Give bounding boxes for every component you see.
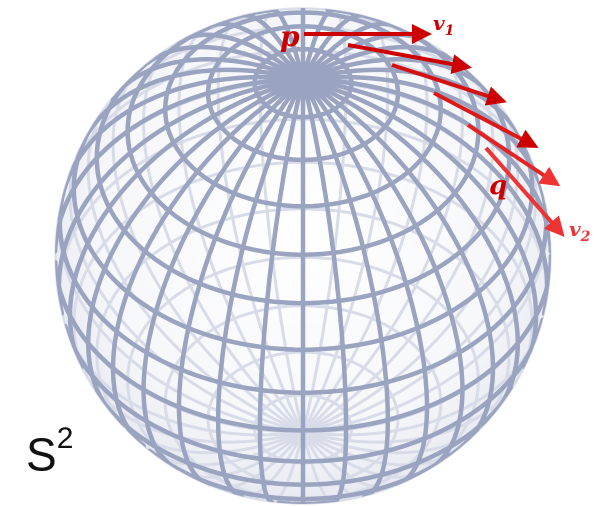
longitude-line-front [300,77,550,316]
vector-v1-label-base: v [433,11,445,35]
transport-vector-3 [433,91,539,148]
longitude-line-front [110,77,306,449]
point-q-label: q [489,171,507,201]
longitude-line-back [301,8,348,434]
longitude-line-front [300,77,465,472]
longitude-line-front [215,77,306,499]
longitude-line-front [300,13,366,82]
longitude-line-front [176,32,306,82]
longitude-line-front [67,77,306,370]
longitude-line-front [55,77,306,254]
latitude-line-back [72,160,534,396]
vector-v2-label: v2 [569,217,591,245]
tangent-vectors [304,24,565,237]
longitude-line-front [300,57,497,101]
longitude-line-front [300,44,462,82]
longitude-line-front [300,77,430,488]
latitude-line-back [271,8,329,12]
transport-vector-2 [391,63,507,106]
longitude-line-front [240,13,306,82]
longitude-line-front [300,8,336,82]
point-p-label: p [280,20,300,53]
vector-v1-label: v1 [433,11,454,39]
latitude-line-front [94,386,515,487]
longitude-line-front [300,77,521,413]
longitude-line-front [257,77,306,504]
longitude-line-front [300,77,349,504]
longitude-line-front [300,77,539,370]
manifold-base: S [26,428,57,481]
vector-v2 [484,146,565,237]
longitude-line-front [81,67,306,144]
latitude-line-front [57,189,549,395]
vector-v2-label-base: v [569,217,581,241]
transport-vector-1 [347,43,472,74]
transport-vector-4 [466,123,561,187]
latitude-line-front [276,499,336,504]
longitude-line-front [300,67,525,144]
longitude-line-back [142,39,305,434]
longitude-line-front [300,74,546,197]
longitude-line-front [176,77,306,488]
longitude-line-back [258,8,305,434]
longitude-line-front [208,21,306,82]
vector-v2-label-sub: 2 [580,229,591,245]
sphere-grid-front [55,8,551,504]
manifold-exponent: 2 [56,422,74,455]
longitude-line-front [141,77,306,472]
longitude-line-front [85,77,306,413]
longitude-line-back [301,24,429,434]
vector-v1-label-sub: 1 [445,23,455,39]
longitude-line-front [144,44,306,82]
longitude-line-front [56,77,306,316]
longitude-line-front [300,77,496,449]
longitude-line-back [301,39,464,434]
longitude-line-back [177,24,305,434]
longitude-line-front [270,8,306,82]
latitude-line-front [62,317,545,464]
longitude-line-front [60,74,306,197]
longitude-line-front [300,77,391,499]
manifold-label: S2 [26,424,73,481]
longitude-line-front [109,57,306,101]
